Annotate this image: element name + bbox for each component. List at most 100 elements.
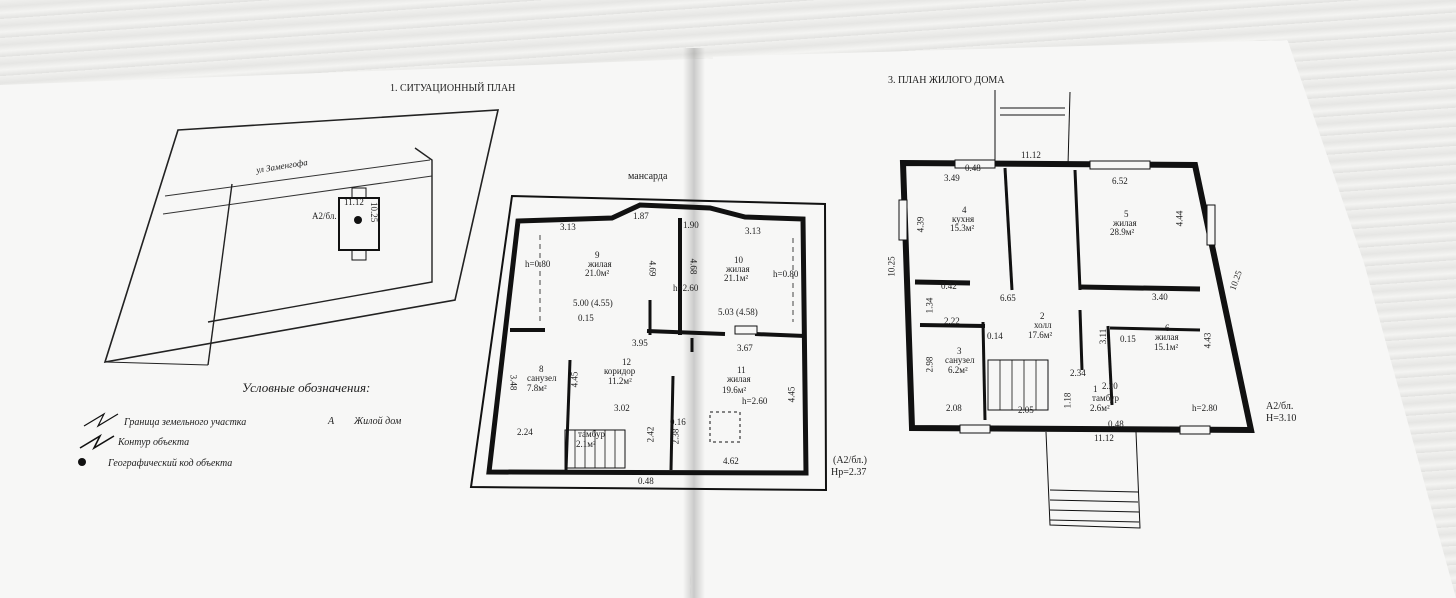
legend-item-geocode: Географический код объекта: [108, 458, 233, 469]
house-plan-h: Н=3.10: [1266, 413, 1297, 424]
dim: 3.13: [560, 222, 576, 232]
dim: 3.67: [737, 343, 753, 353]
legend-building-code: А: [328, 416, 335, 427]
dim: 5.00 (4.55): [573, 298, 613, 308]
room-8-name: санузел: [527, 373, 557, 383]
room-12-area: 11.2м²: [608, 376, 632, 386]
room-11-number: 11: [737, 365, 746, 375]
dim: h=2.80: [1192, 403, 1218, 413]
room-6-number: 6: [1165, 323, 1170, 333]
dim: 2.05: [1018, 405, 1034, 415]
dim: 2.24: [517, 427, 533, 437]
room-2-name: холл: [1034, 320, 1052, 330]
room-8-area: 7.8м²: [527, 383, 547, 393]
dim: h=0.80: [525, 259, 551, 269]
dim: 3.02: [614, 403, 630, 413]
dim: 2.34: [1070, 368, 1086, 378]
dim: 6.52: [1112, 176, 1128, 186]
legend-title: Условные обозначения:: [242, 380, 371, 395]
room-1-name: тамбур: [1092, 393, 1119, 403]
room-3-number: 3: [957, 346, 962, 356]
dim: 11.12: [1021, 150, 1041, 160]
room-5-area: 28.9м²: [1110, 227, 1135, 237]
room-3-name: санузел: [945, 355, 975, 365]
legend-item-boundary: Граница земельного участка: [124, 417, 247, 428]
dim: h=2.60: [673, 283, 699, 293]
room-8-number: 8: [539, 364, 544, 374]
house-plan-note: А2/бл.: [1266, 401, 1294, 412]
dim: 1.87: [633, 211, 649, 221]
room-5-number: 5: [1124, 209, 1129, 219]
room-2-area: 17.6м²: [1028, 330, 1053, 340]
legend-building-code-label: Жилой дом: [354, 416, 402, 427]
page-spine: [683, 48, 705, 598]
room-12-number: 12: [622, 357, 631, 367]
dim: 11.12: [1094, 433, 1114, 443]
dim: 0.48: [1108, 419, 1124, 429]
dim: 2.98: [924, 356, 935, 373]
dim: 4.39: [915, 216, 926, 233]
dim: 1.18: [1062, 392, 1073, 409]
room-vestibule-name: тамбур: [578, 429, 605, 439]
room-4-number: 4: [962, 205, 967, 215]
dim: 0.48: [638, 476, 654, 486]
room-3-area: 6.2м²: [948, 365, 968, 375]
room-1-area: 2.6м²: [1090, 403, 1110, 413]
room-10-area: 21.1м²: [724, 273, 749, 283]
dim: 2.20: [1102, 381, 1118, 391]
room-4-area: 15.3м²: [950, 223, 975, 233]
room-6-name: жилая: [1155, 332, 1179, 342]
room-vestibule-area: 2.1м²: [576, 439, 596, 449]
dim: 0.15: [578, 313, 594, 323]
dim: 4.62: [723, 456, 739, 466]
room-5-name: жилая: [1113, 218, 1137, 228]
dim: 3.49: [944, 173, 960, 183]
room-12-name: коридор: [604, 366, 636, 376]
dim: 1.90: [683, 220, 699, 230]
geo-code-dot-icon: [78, 458, 86, 466]
room-9-area: 21.0м²: [585, 268, 610, 278]
dim: 0.16: [670, 417, 686, 427]
boundary-line-icon: [83, 412, 119, 428]
mansard-title: мансарда: [628, 171, 668, 182]
dim: 3.40: [1152, 292, 1168, 302]
building-label: А2/бл.: [312, 211, 337, 221]
room-11-area: 19.6м²: [722, 385, 747, 395]
room-9-number: 9: [595, 250, 600, 260]
room-11-name: жилая: [727, 374, 751, 384]
dim: 0.14: [987, 331, 1003, 341]
dim: 0.15: [1120, 334, 1136, 344]
room-10-number: 10: [734, 255, 743, 265]
dim: 3.95: [632, 338, 648, 348]
object-contour-icon: [79, 433, 115, 451]
document-page-left: [0, 58, 720, 598]
dim: 6.65: [1000, 293, 1016, 303]
dim: 0.48: [965, 163, 981, 173]
dim: 2.22: [944, 316, 960, 326]
mansard-hp: Нр=2.37: [831, 467, 867, 478]
room-4-name: кухня: [952, 214, 975, 224]
dim: 4.43: [1202, 332, 1213, 349]
room-1-number: 1: [1093, 384, 1098, 394]
room-6-area: 15.1м²: [1154, 342, 1179, 352]
legend-item-contour: Контур объекта: [118, 437, 190, 448]
dim: 3.11: [1098, 328, 1109, 345]
dim: 1.34: [924, 297, 935, 314]
dim: h=2.60: [742, 396, 768, 406]
dim: 3.13: [745, 226, 761, 236]
building-width-dim: 11.12: [344, 197, 364, 207]
room-2-number: 2: [1040, 311, 1045, 321]
geo-code-dot-icon: [354, 216, 362, 224]
dim: h=0.80: [773, 269, 799, 279]
dim: 2.08: [946, 403, 962, 413]
dim: 10.25: [886, 256, 897, 277]
dim: 0.42: [941, 281, 957, 291]
dim: 4.44: [1174, 210, 1185, 227]
room-10-name: жилая: [726, 264, 750, 274]
house-plan-title: 3. ПЛАН ЖИЛОГО ДОМА: [888, 75, 1005, 86]
dim: 5.03 (4.58): [718, 307, 758, 317]
